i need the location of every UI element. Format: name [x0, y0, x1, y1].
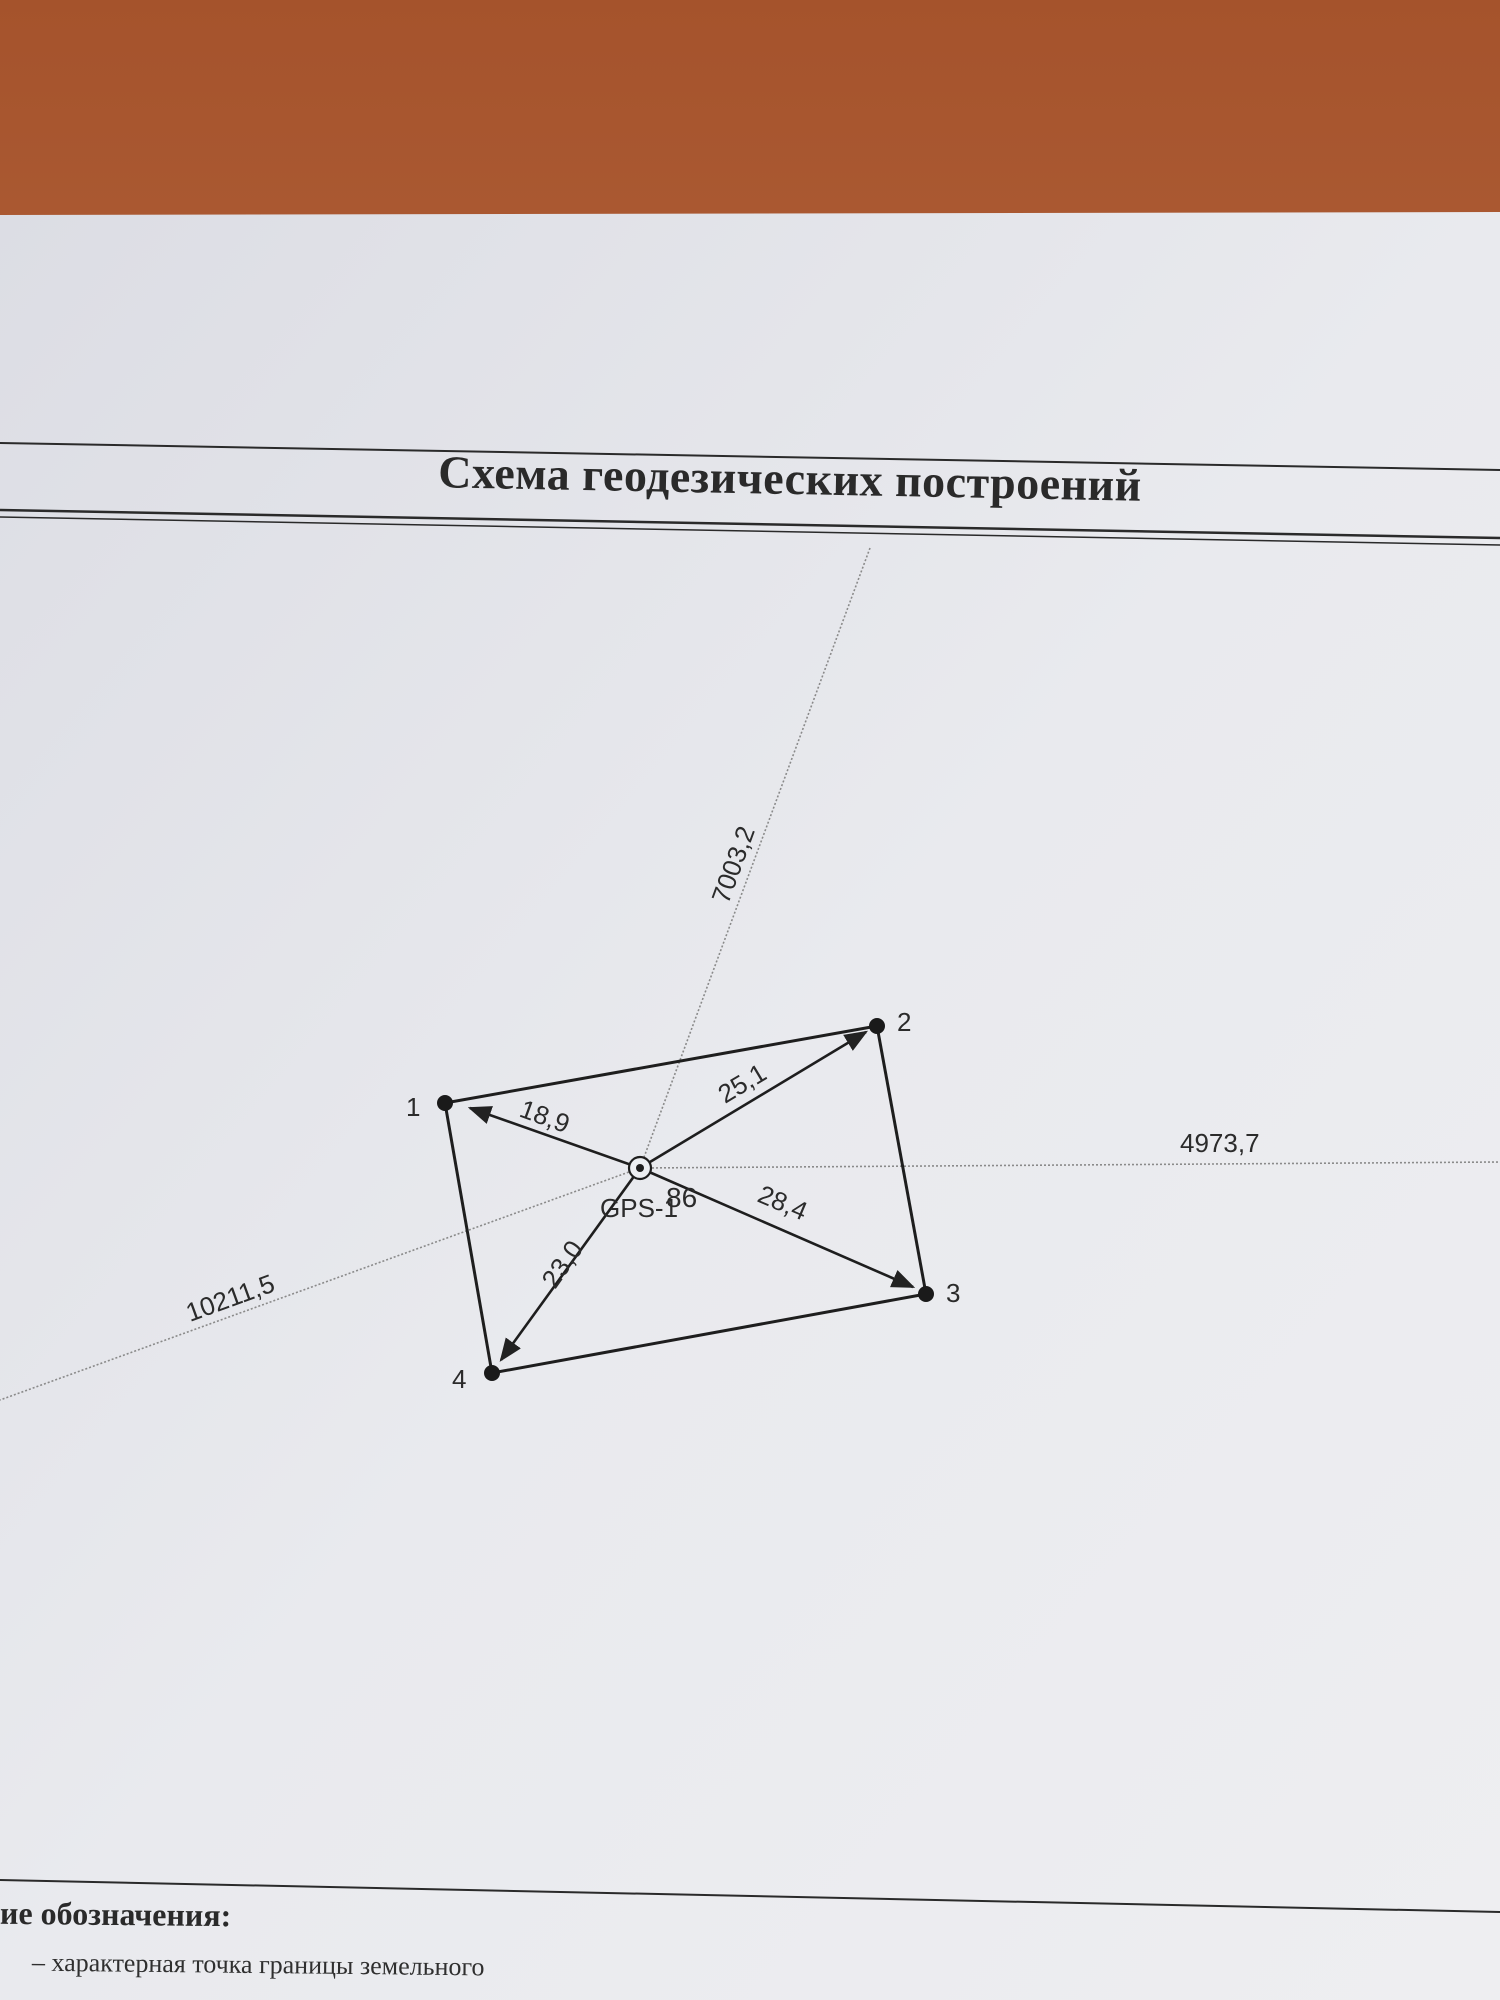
point-label-3: 3 — [946, 1278, 960, 1308]
reference-line-southwest — [0, 1167, 641, 1401]
reference-line-east — [639, 1161, 1500, 1169]
point-number-labels: 1 2 3 4 — [406, 1007, 960, 1394]
gps-station-extra-label: 86 — [666, 1182, 697, 1213]
boundary-points — [437, 1018, 934, 1381]
boundary-point-3 — [918, 1286, 934, 1302]
gps-station-label: GPS-1 — [600, 1193, 678, 1223]
paper-background — [0, 212, 1500, 2000]
title-frame — [0, 442, 1500, 546]
boundary-point-4 — [484, 1365, 500, 1381]
boundary-3-4 — [491, 1292, 927, 1375]
measurement-vectors — [467, 1030, 916, 1362]
gps-station-icon — [627, 1155, 653, 1181]
legend-title: ие обозначения: — [0, 1894, 232, 1934]
vector-to-point-4 — [499, 1167, 642, 1362]
vector-to-point-3 — [639, 1166, 916, 1289]
vector-to-point-1 — [467, 1106, 641, 1170]
boundary-4-1 — [443, 1102, 494, 1374]
point-label-2: 2 — [897, 1007, 911, 1037]
reference-label-east: 4973,7 — [1180, 1128, 1260, 1158]
legend-separator — [0, 1879, 1500, 1913]
reference-lines — [0, 547, 1500, 1401]
boundary-point-2 — [869, 1018, 885, 1034]
point-label-1: 1 — [406, 1092, 420, 1122]
vector-to-point-2 — [639, 1030, 869, 1170]
boundary-1-2 — [444, 1024, 878, 1105]
point-label-4: 4 — [452, 1364, 466, 1394]
boundary-point-1 — [437, 1095, 453, 1111]
parcel-boundary — [443, 1024, 928, 1375]
boundary-2-3 — [875, 1025, 928, 1295]
legend-item: – характерная точка границы земельного — [31, 1947, 485, 1982]
